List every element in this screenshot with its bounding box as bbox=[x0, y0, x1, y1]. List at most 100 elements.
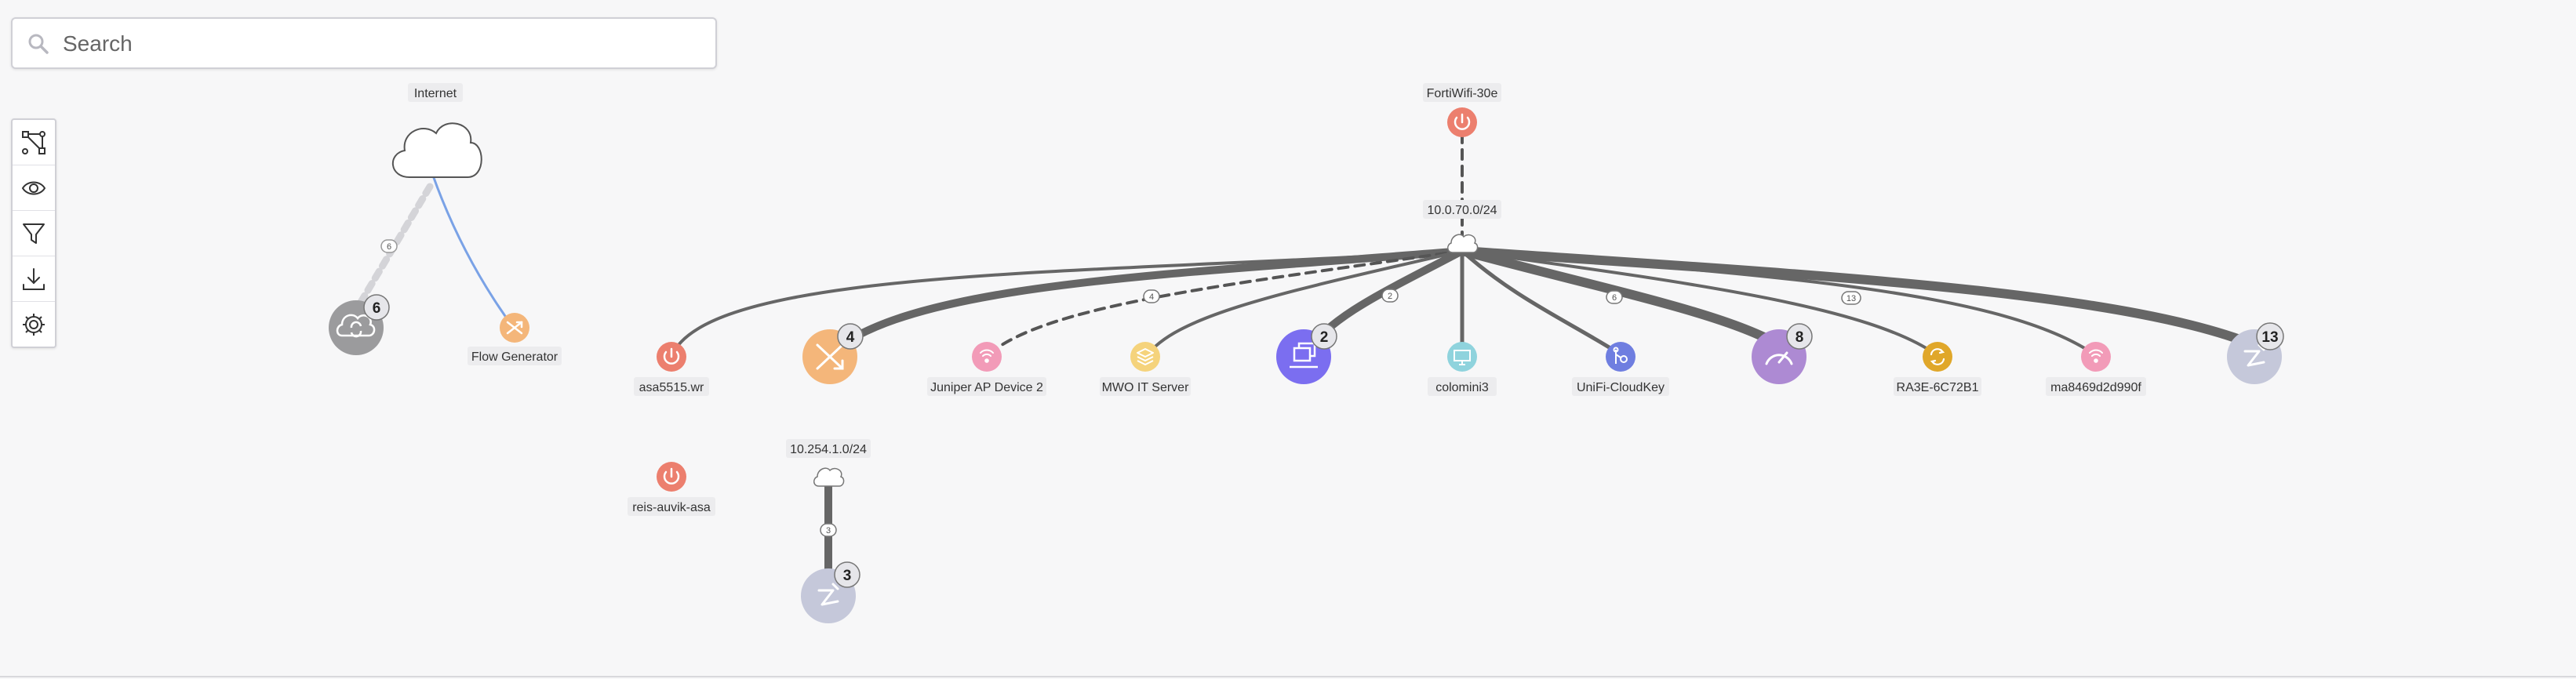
internet-cloud[interactable] bbox=[391, 122, 482, 178]
node-unifi-cloudkey[interactable] bbox=[1606, 342, 1635, 372]
node-ra3e[interactable] bbox=[1923, 342, 1952, 372]
node-cloud-group[interactable]: 6 bbox=[329, 294, 390, 355]
router-icon bbox=[1930, 348, 1945, 365]
label-ra3e: RA3E-6C72B1 bbox=[1894, 377, 1981, 396]
edge-count-unknown: 13 bbox=[1841, 291, 1861, 305]
edge-subnet-unknown-group[interactable] bbox=[1457, 246, 2259, 350]
label-asa5515: asa5515.wr bbox=[634, 377, 709, 396]
svg-text:10.254.1.0/24: 10.254.1.0/24 bbox=[790, 443, 867, 456]
shuffle-icon bbox=[816, 343, 844, 370]
cloud-icon bbox=[391, 122, 482, 178]
svg-text:MWO IT Server: MWO IT Server bbox=[1102, 381, 1189, 394]
layout-button[interactable] bbox=[13, 120, 55, 165]
edge-subnet-mwo-server[interactable] bbox=[1145, 249, 1464, 358]
node-unknown-group-2[interactable]: 3 bbox=[801, 561, 860, 623]
subnet-label-10-254-1: 10.254.1.0/24 bbox=[786, 439, 871, 458]
filter-button[interactable] bbox=[13, 211, 55, 256]
edge-count-internet-cloud: 6 bbox=[380, 239, 398, 253]
svg-text:UniFi-CloudKey: UniFi-CloudKey bbox=[1577, 381, 1665, 394]
subnet-cloud-10-0-70[interactable] bbox=[1447, 234, 1479, 253]
firewall-icon bbox=[663, 467, 680, 485]
svg-text:Internet: Internet bbox=[414, 87, 457, 100]
badge-count: 3 bbox=[843, 568, 852, 584]
label-ma8469: ma8469d2d990f bbox=[2046, 377, 2146, 396]
svg-text:reis-auvik-asa: reis-auvik-asa bbox=[632, 501, 711, 514]
edge-count-controller: 6 bbox=[1606, 290, 1623, 304]
svg-text:6: 6 bbox=[387, 242, 391, 252]
filter-icon bbox=[23, 223, 45, 244]
edge-subnet-unifi-cloudkey[interactable] bbox=[1460, 249, 1623, 357]
firewall-icon bbox=[1454, 113, 1471, 130]
svg-text:ma8469d2d990f: ma8469d2d990f bbox=[2050, 381, 2141, 394]
layout-nodes-icon bbox=[22, 130, 45, 154]
edge-count-subnet2: 3 bbox=[820, 523, 837, 537]
svg-text:asa5515.wr: asa5515.wr bbox=[639, 381, 704, 394]
eye-icon bbox=[21, 181, 46, 194]
svg-text:4: 4 bbox=[1149, 292, 1154, 302]
download-icon bbox=[23, 267, 45, 290]
svg-text:13: 13 bbox=[1846, 294, 1856, 303]
monitor-icon bbox=[1454, 350, 1471, 365]
layers-icon bbox=[1137, 348, 1154, 365]
node-juniper-ap[interactable] bbox=[972, 342, 1002, 372]
label-unifi-cloudkey: UniFi-CloudKey bbox=[1572, 377, 1669, 396]
wifi-icon bbox=[2089, 349, 2103, 363]
label-colomini3: colomini3 bbox=[1428, 377, 1497, 396]
svg-text:Juniper AP Device 2: Juniper AP Device 2 bbox=[930, 381, 1043, 394]
controller-icon bbox=[1613, 347, 1628, 364]
badge-count: 6 bbox=[373, 300, 381, 317]
subnet-cloud-icon bbox=[1447, 234, 1479, 253]
node-colomini3[interactable] bbox=[1447, 342, 1477, 372]
svg-text:colomini3: colomini3 bbox=[1435, 381, 1489, 394]
badge-count: 13 bbox=[2261, 329, 2278, 346]
svg-text:FortiWifi-30e: FortiWifi-30e bbox=[1427, 87, 1498, 100]
edge-subnet-switch-group[interactable] bbox=[826, 247, 1466, 358]
search-bar[interactable] bbox=[11, 17, 717, 69]
search-input[interactable] bbox=[61, 27, 708, 61]
settings-button[interactable] bbox=[13, 302, 55, 347]
svg-text:Flow Generator: Flow Generator bbox=[471, 350, 558, 364]
node-asa5515[interactable] bbox=[657, 342, 686, 372]
node-ma8469[interactable] bbox=[2081, 342, 2111, 372]
label-flow-generator: Flow Generator bbox=[468, 347, 562, 365]
map-toolbar bbox=[11, 118, 56, 348]
edge-subnet-gauge-group[interactable] bbox=[1457, 246, 1784, 350]
svg-text:2: 2 bbox=[1388, 292, 1392, 301]
node-stack-group[interactable]: 2 bbox=[1276, 323, 1337, 384]
search-icon bbox=[28, 34, 49, 54]
label-fortiwifi: FortiWifi-30e bbox=[1423, 83, 1501, 102]
edge-subnet-ra3e[interactable] bbox=[1461, 249, 1937, 356]
view-button[interactable] bbox=[13, 165, 55, 211]
svg-text:RA3E-6C72B1: RA3E-6C72B1 bbox=[1897, 381, 1979, 394]
svg-text:3: 3 bbox=[826, 526, 831, 536]
node-flow-generator[interactable] bbox=[500, 313, 529, 343]
internet-label: Internet bbox=[408, 83, 463, 102]
firewall-icon bbox=[663, 347, 680, 365]
node-mwo-server[interactable] bbox=[1130, 342, 1160, 372]
label-juniper-ap: Juniper AP Device 2 bbox=[927, 377, 1046, 396]
badge-count: 2 bbox=[1320, 329, 1329, 346]
shuffle-icon bbox=[506, 321, 523, 335]
badge-count: 4 bbox=[846, 329, 855, 346]
svg-text:10.0.70.0/24: 10.0.70.0/24 bbox=[1428, 204, 1497, 217]
node-unknown-group[interactable]: 13 bbox=[2227, 322, 2284, 384]
node-gauge-group[interactable]: 8 bbox=[1752, 323, 1813, 384]
node-reis-asa[interactable] bbox=[657, 462, 686, 492]
edge-count-switch: 4 bbox=[1143, 289, 1160, 303]
badge-count: 8 bbox=[1796, 329, 1804, 346]
label-mwo-server: MWO IT Server bbox=[1100, 377, 1191, 396]
subnet-label-10-0-70: 10.0.70.0/24 bbox=[1423, 200, 1501, 219]
unknown-device-icon bbox=[817, 583, 839, 606]
svg-text:6: 6 bbox=[1612, 293, 1617, 303]
export-button[interactable] bbox=[13, 256, 55, 302]
bottom-divider bbox=[0, 676, 2576, 677]
gauge-icon bbox=[1765, 351, 1793, 365]
subnet-cloud-10-254-1[interactable] bbox=[813, 467, 845, 487]
label-reis-asa: reis-auvik-asa bbox=[628, 497, 715, 516]
node-switch-group[interactable]: 4 bbox=[802, 323, 864, 384]
subnet-cloud-icon bbox=[813, 467, 845, 487]
node-fortiwifi[interactable] bbox=[1447, 107, 1477, 137]
edge-internet-flow-generator[interactable] bbox=[431, 174, 516, 331]
edge-count-stack: 2 bbox=[1381, 289, 1399, 303]
